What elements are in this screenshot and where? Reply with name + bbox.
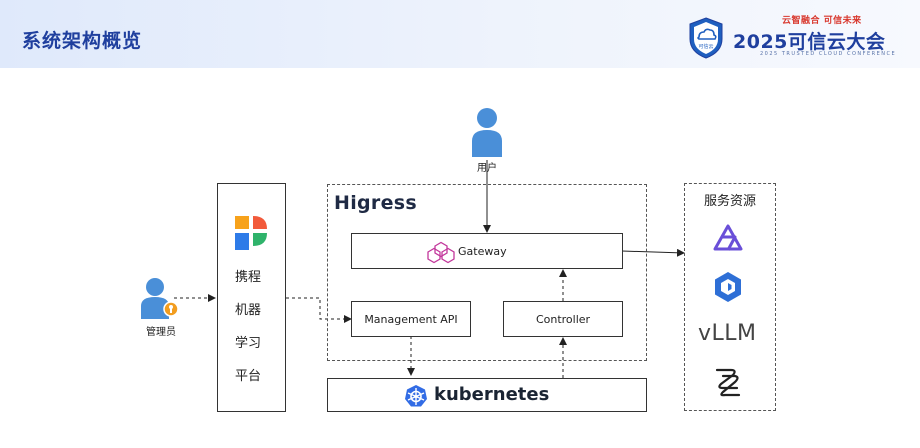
gateway-cubes-icon — [427, 241, 455, 264]
management-api-label: Management API — [364, 313, 458, 326]
kubernetes-box — [327, 378, 647, 412]
services-title: 服务资源 — [703, 194, 756, 209]
gateway-box — [351, 233, 623, 269]
ml-platform-box — [217, 183, 286, 412]
badge-text: 可信云 — [698, 43, 713, 50]
conference-subtitle: 2025 TRUSTED CLOUD CONFERENCE — [760, 51, 897, 57]
platform-line-3: 学习 — [234, 336, 261, 351]
kubernetes-label: kubernetes — [434, 384, 550, 405]
controller-label: Controller — [535, 313, 591, 326]
services-container — [684, 183, 776, 411]
platform-line-1: 携程 — [234, 270, 261, 285]
ctrip-platform-logo — [235, 216, 267, 250]
platform-to-mgmt-arrow — [286, 297, 352, 323]
gateway-label: Gateway — [458, 245, 507, 258]
qwen-model-icon — [713, 224, 743, 251]
user-person-icon — [472, 108, 502, 157]
user-label: 用户 — [477, 163, 497, 174]
platform-line-4: 平台 — [234, 369, 261, 384]
conference-name: 2025可信云大会 — [733, 31, 886, 53]
conference-slogan: 云智融合 可信未来 — [782, 16, 862, 26]
admin-label: 管理员 — [146, 327, 176, 338]
trusted-cloud-shield-logo: 可信云 — [689, 17, 723, 59]
slide-title: 系统架构概览 — [22, 30, 143, 52]
platform-line-2: 机器 — [234, 303, 261, 318]
controller-box — [503, 301, 623, 337]
kubernetes-helm-icon — [405, 385, 427, 407]
slide-header — [0, 0, 920, 68]
higress-container — [327, 184, 647, 361]
higress-logo: Higress — [334, 192, 417, 214]
gateway-to-services-arrow — [621, 248, 685, 257]
admin-person-icon — [141, 278, 179, 319]
management-api-box — [351, 301, 471, 337]
vllm-label: vLLM — [698, 321, 757, 346]
hexagon-model-icon — [715, 272, 741, 302]
ollama-coil-icon — [715, 368, 741, 397]
